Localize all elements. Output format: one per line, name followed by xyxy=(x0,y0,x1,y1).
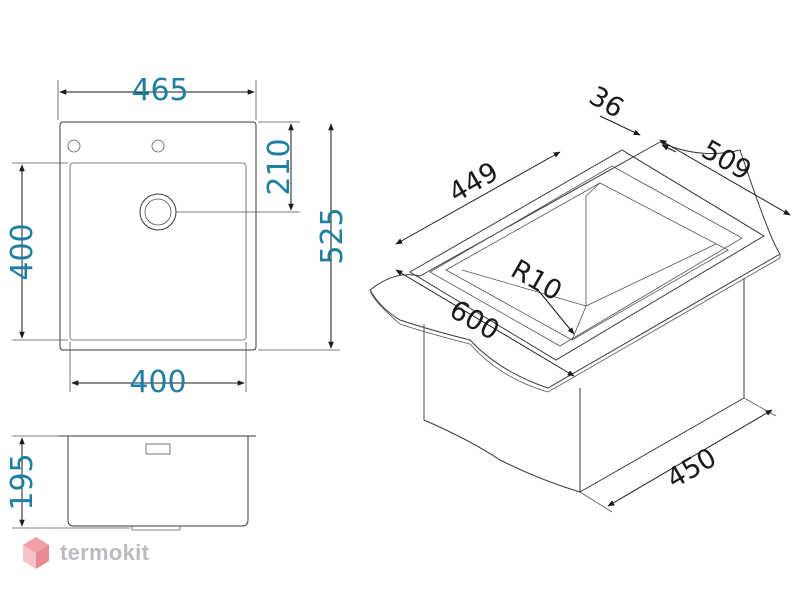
dim-width-overall: 465 xyxy=(131,73,188,108)
iso-view: 36 509 449 R10 600 450 xyxy=(369,81,791,513)
tap-hole-left xyxy=(67,139,81,153)
dim-cabinet: 450 xyxy=(662,442,722,495)
tap-hole-right xyxy=(151,139,165,153)
drain-inner xyxy=(144,198,172,226)
side-view: 195 xyxy=(5,435,256,531)
dim-depth: 195 xyxy=(5,453,40,510)
bowl-outline xyxy=(69,162,247,341)
dim-length-overall: 600 xyxy=(444,294,504,347)
brand-name: termokit xyxy=(60,540,150,565)
cabinet xyxy=(423,324,581,493)
brand-logo-icon xyxy=(23,537,49,569)
dim-height-overall: 525 xyxy=(315,207,350,264)
dim-radius: R10 xyxy=(505,254,567,307)
dim-height-offset: 210 xyxy=(262,138,297,195)
dim-bowl-width: 400 xyxy=(129,365,186,400)
countertop xyxy=(369,141,781,389)
dim-height-left: 400 xyxy=(5,223,40,280)
sink-outline xyxy=(59,121,257,351)
dim-rim: 36 xyxy=(584,81,629,125)
brand-watermark: termokit xyxy=(22,536,149,570)
dim-depth-overall: 509 xyxy=(696,134,756,187)
dim-inner-length: 449 xyxy=(444,156,504,209)
top-view: 465 400 210 525 400 xyxy=(5,73,350,400)
bowl-profile xyxy=(67,436,249,527)
